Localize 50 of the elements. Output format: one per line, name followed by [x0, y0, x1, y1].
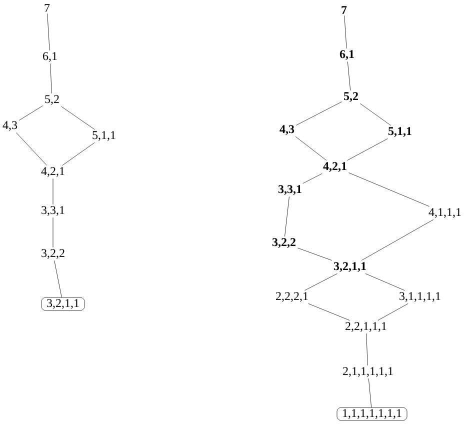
hasse-line [50, 63, 52, 94]
partition-label: 6,1 [340, 50, 354, 60]
hasse-line [308, 303, 350, 321]
partition-label: 4,2,1 [41, 167, 64, 177]
partition-label: 7 [44, 4, 50, 12]
partition-label: 3,1,1,1,1 [400, 292, 440, 302]
partition-label: 3,2,1,1 [334, 262, 366, 272]
hasse-line [298, 248, 332, 261]
partition-label: 4,3 [2, 121, 18, 131]
hasse-line [54, 260, 62, 298]
hasse-line [19, 106, 43, 120]
partition-label: 5,2 [344, 92, 358, 102]
hasse-line [366, 333, 368, 366]
hasse-line [347, 138, 388, 161]
hasse-line [52, 217, 54, 248]
hasse-line [16, 132, 48, 166]
partition-label: 4,1,1,1 [428, 208, 461, 218]
hasse-line [47, 13, 50, 51]
hasse-line [52, 178, 54, 205]
partition-box: 3,2,1,1 [41, 297, 85, 311]
hasse-line [360, 103, 391, 126]
hasse-line [295, 136, 327, 161]
partition-label: 3,3,1 [278, 185, 302, 195]
partition-label: 3,2,2 [272, 238, 296, 248]
partition-label: 4,2,1 [323, 162, 346, 172]
partition-label: 5,1,1 [92, 131, 116, 141]
partition-box: 1,1,1,1,1,1,1 [336, 407, 408, 421]
partition-label: 3,3,1 [42, 206, 64, 216]
hasse-line [62, 142, 95, 166]
partition-label: 2,2,2,1 [276, 292, 308, 302]
hasse-line [302, 173, 322, 184]
hasse-line [347, 61, 351, 91]
hasse-line [378, 303, 408, 321]
hasse-line [296, 102, 342, 126]
partition-label: 5,1,1 [388, 127, 412, 137]
partition-label: 4,3 [280, 125, 294, 135]
partition-label: 5,2 [45, 95, 59, 105]
hasse-line [368, 378, 372, 408]
partition-label: 2,2,1,1,1 [346, 322, 386, 332]
hasse-line [348, 172, 430, 207]
hasse-line [365, 273, 405, 291]
partition-label: 2,1,1,1,1,1 [343, 367, 393, 377]
hasse-line [361, 219, 434, 261]
partition-label: 3,2,2 [42, 249, 64, 259]
partition-label: 7 [342, 6, 347, 14]
hasse-line [304, 273, 338, 291]
hasse-line [344, 15, 347, 49]
hasse-line [61, 106, 95, 130]
hasse-line [284, 196, 290, 237]
partition-label: 6,1 [43, 52, 57, 62]
